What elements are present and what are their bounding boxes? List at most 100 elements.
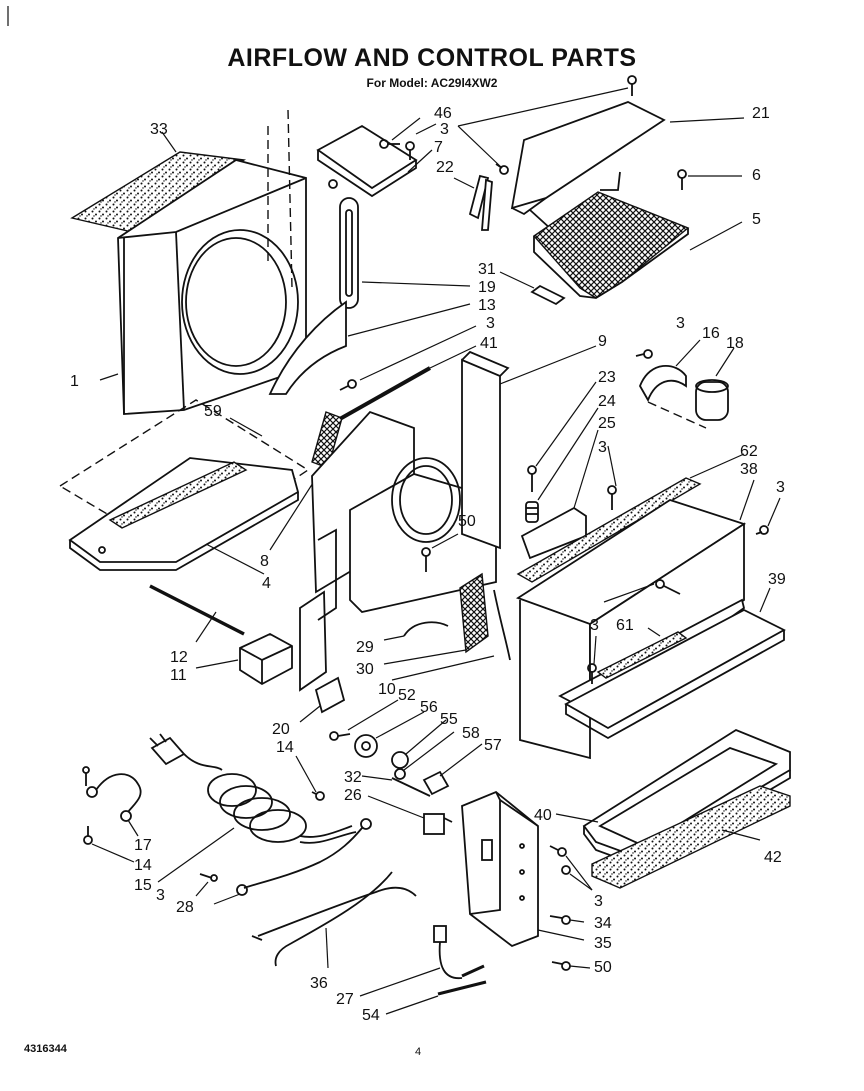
model-subtitle: For Model: AC29l4XW2 [366, 76, 498, 90]
part-31 [499, 271, 566, 306]
callout-46: 46 [434, 105, 452, 122]
control-panel-35 [461, 790, 585, 948]
callout-42: 42 [764, 849, 782, 866]
callout-3-g: 3 [156, 887, 165, 904]
callout-31: 31 [478, 261, 496, 278]
callout-58: 58 [462, 725, 480, 742]
callout-6: 6 [752, 167, 761, 184]
knob-55 [391, 719, 447, 769]
callout-32: 32 [344, 769, 362, 786]
callout-55: 55 [440, 711, 458, 728]
callout-3-e: 3 [776, 479, 785, 496]
clip-16 [635, 339, 701, 403]
callout-26: 26 [344, 787, 362, 804]
sensor-27 [359, 925, 485, 997]
base-pan-4 [59, 399, 310, 575]
callout-14-b: 14 [134, 857, 152, 874]
callout-3-b: 3 [486, 315, 495, 332]
document-number: 4316344 [24, 1043, 67, 1055]
callout-18: 18 [726, 335, 744, 352]
callout-30: 30 [356, 661, 374, 678]
power-cord-15 [149, 733, 357, 883]
callout-39: 39 [768, 571, 786, 588]
callout-19: 19 [478, 279, 496, 296]
callout-1: 1 [70, 373, 79, 390]
callout-24: 24 [598, 393, 616, 410]
callout-3-c: 3 [676, 315, 685, 332]
screw-52 [329, 699, 399, 741]
bushing-58 [394, 731, 455, 780]
callout-8: 8 [260, 553, 269, 570]
screw-14-left [83, 826, 135, 863]
bracket-20 [299, 676, 346, 723]
callout-5: 5 [752, 211, 761, 228]
callout-7: 7 [434, 139, 443, 156]
callout-4: 4 [262, 575, 271, 592]
screw-14-mid [295, 755, 325, 801]
strip-61 [596, 627, 688, 679]
mesh-5 [532, 191, 743, 299]
callout-3-d: 3 [598, 439, 607, 456]
callout-34: 34 [594, 915, 612, 932]
shaft-32 [361, 775, 431, 797]
tray-40 [555, 728, 791, 867]
callout-10: 10 [378, 681, 396, 698]
spring-24 [525, 407, 599, 523]
callout-57: 57 [484, 737, 502, 754]
callout-50-b: 50 [594, 959, 612, 976]
callout-40: 40 [534, 807, 552, 824]
shelf-39 [564, 587, 786, 740]
rod-12 [149, 584, 245, 643]
callout-16: 16 [702, 325, 720, 342]
callout-17: 17 [134, 837, 152, 854]
callout-50: 50 [458, 513, 476, 530]
capacitor-18 [695, 347, 735, 421]
callout-35: 35 [594, 935, 612, 952]
callout-12: 12 [170, 649, 188, 666]
callout-20: 20 [272, 721, 290, 738]
screw-3-mid [339, 325, 477, 391]
page-number: 4 [415, 1046, 422, 1058]
callout-3-h: 3 [594, 893, 603, 910]
callout-14: 14 [276, 739, 294, 756]
ground-lead-28 [195, 818, 372, 905]
callout-56: 56 [420, 699, 438, 716]
orifice-panel-9 [311, 345, 597, 613]
screw-6 [677, 169, 742, 190]
ground-wire-17 [82, 766, 142, 837]
thermostat-26 [367, 795, 453, 835]
page-title: AIRFLOW AND CONTROL PARTS [227, 44, 637, 72]
callout-27: 27 [336, 991, 354, 1008]
callout-3-f: 3 [590, 617, 599, 634]
callout-21: 21 [752, 105, 770, 122]
callout-54: 54 [362, 1007, 380, 1024]
callout-36: 36 [310, 975, 328, 992]
bracket-13 [268, 300, 471, 395]
callout-9: 9 [598, 333, 607, 350]
screw-23 [527, 381, 597, 492]
screw-50-bottom [551, 961, 591, 971]
filter-42 [591, 785, 791, 889]
screw-3-panel [549, 845, 593, 891]
callout-13: 13 [478, 297, 496, 314]
callout-29: 29 [356, 639, 374, 656]
wire-36 [251, 871, 417, 969]
clip-29 [383, 621, 449, 641]
bar-22 [453, 174, 493, 231]
control-bracket [299, 528, 337, 692]
callout-59: 59 [204, 403, 222, 420]
screw-3-right [587, 445, 781, 684]
gasket-19 [339, 197, 471, 309]
knob-56 [354, 711, 425, 758]
wire-10 [391, 589, 511, 681]
screw-3-top [457, 87, 629, 175]
switch-57 [422, 743, 483, 796]
box-11 [195, 632, 293, 686]
callout-labels: 46 3 7 33 22 21 6 5 31 19 13 3 1 41 9 3 … [70, 105, 786, 1024]
screw-50 [421, 533, 459, 572]
bracket-25 [520, 429, 599, 560]
callout-38: 38 [740, 461, 758, 478]
callout-28: 28 [176, 899, 194, 916]
